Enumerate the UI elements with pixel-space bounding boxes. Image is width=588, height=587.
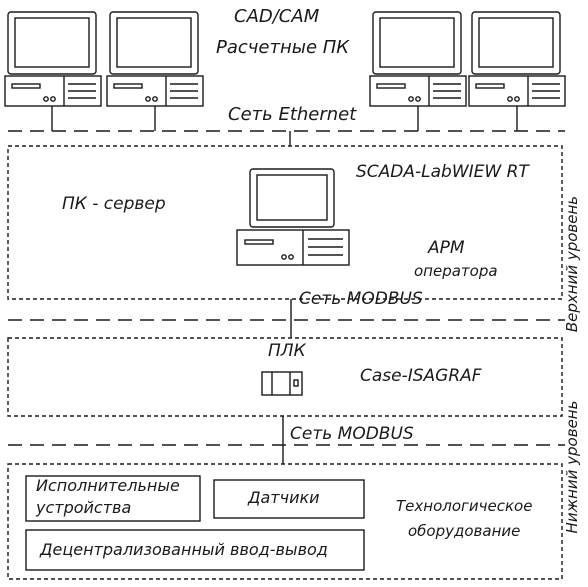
server-pc-label: ПК - сервер	[62, 194, 166, 214]
tech-equipment-line1: Технологическое	[396, 497, 532, 515]
operator-label: оператора	[414, 262, 498, 280]
workstation-1-icon	[5, 12, 101, 106]
ethernet-network-label: Сеть Ethernet	[228, 104, 356, 125]
actuators-label-line2: устройства	[36, 498, 131, 517]
workstation-3-icon	[370, 12, 466, 106]
workstation-4-icon	[469, 12, 565, 106]
modbus-label-2: Сеть MODBUS	[290, 424, 414, 444]
arm-label: АРМ	[428, 238, 465, 258]
upper-level-label: Верхний уровень	[563, 196, 581, 332]
actuators-label-line1: Исполнительные	[36, 476, 180, 495]
plc-label: ПЛК	[268, 341, 306, 361]
compute-pcs-label: Расчетные ПК	[216, 37, 349, 58]
io-label: Децентрализованный ввод-вывод	[40, 540, 328, 559]
scada-label: SCADA-LabWIEW RT	[356, 162, 529, 182]
server-workstation-icon	[237, 169, 349, 265]
cad-cam-label: CAD/CAM	[234, 6, 319, 27]
modbus-label-1: Сеть MODBUS	[299, 289, 423, 309]
lower-level-label: Нижний уровень	[563, 401, 581, 534]
sensors-label: Датчики	[248, 488, 320, 507]
workstation-2-icon	[107, 12, 203, 106]
tech-equipment-line2: оборудование	[408, 522, 520, 540]
isagraf-label: Case-ISAGRAF	[360, 366, 482, 386]
plc-icon	[262, 372, 302, 395]
